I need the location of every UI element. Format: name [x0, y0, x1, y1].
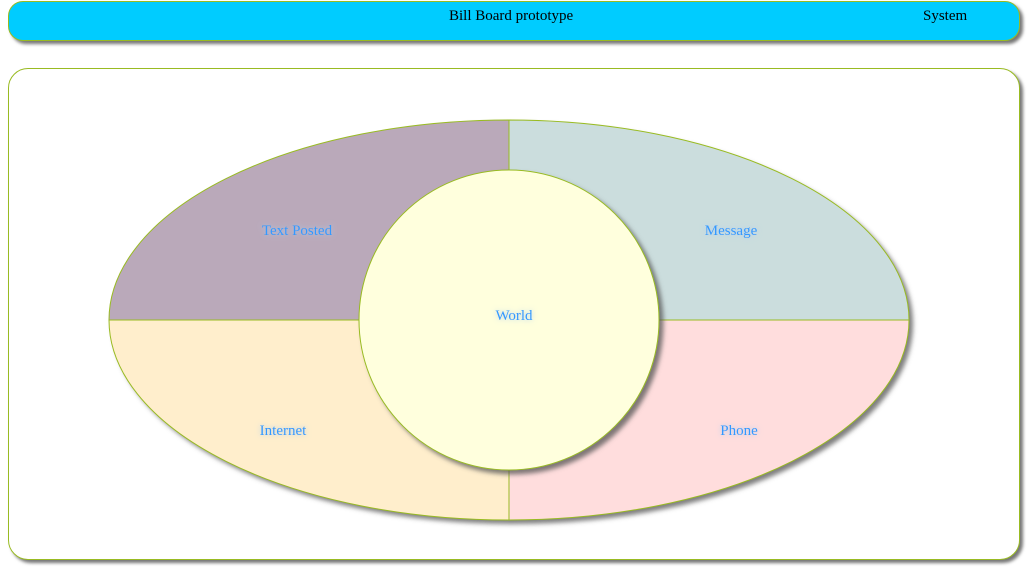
- system-menu[interactable]: System: [923, 8, 968, 24]
- label-message: Message: [705, 223, 758, 239]
- label-phone: Phone: [720, 423, 758, 439]
- label-text-posted: Text Posted: [262, 223, 333, 239]
- title-bar: Bill Board prototype System: [8, 1, 1020, 41]
- center-circle-world[interactable]: [358, 169, 660, 471]
- label-world: World: [495, 308, 533, 324]
- label-internet: Internet: [260, 423, 307, 439]
- app-title: Bill Board prototype: [449, 8, 574, 24]
